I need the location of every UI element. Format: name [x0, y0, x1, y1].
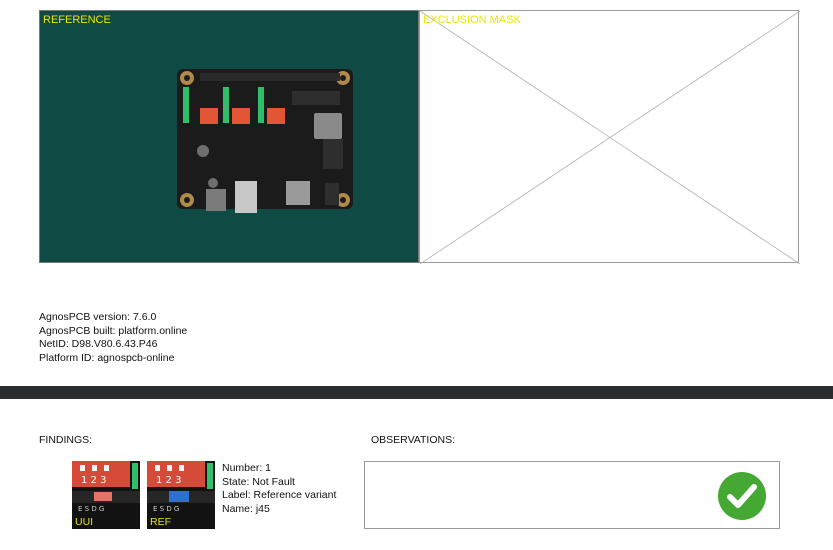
reference-image-panel: REFERENCE	[39, 10, 419, 263]
svg-text:1 2 3: 1 2 3	[156, 475, 181, 486]
check-circle-icon	[718, 472, 766, 520]
mask-placeholder-cross	[420, 11, 800, 264]
built-line: AgnosPCB built: platform.online	[39, 324, 188, 337]
netid-line: NetID: D98.V80.6.43.P46	[39, 338, 158, 351]
version-line: AgnosPCB version: 7.6.0	[39, 311, 157, 323]
pcb-board-image	[177, 69, 353, 213]
svg-text:1 2 3: 1 2 3	[81, 475, 106, 486]
svg-text:E S D G: E S D G	[153, 505, 179, 513]
finding-number: Number: 1	[222, 462, 272, 474]
ref-jumper-image: 1 2 3 E S D G	[147, 461, 215, 513]
svg-text:E S D G: E S D G	[78, 505, 104, 513]
uut-thumbnail-label: UUI	[75, 516, 94, 528]
version-info: AgnosPCB version: 7.6.0 AgnosPCB built: …	[39, 311, 187, 365]
uut-thumbnail[interactable]: 1 2 3 E S D G UUI	[72, 461, 140, 529]
ref-thumbnail[interactable]: 1 2 3 E S D G REF	[147, 461, 215, 529]
uut-jumper-image: 1 2 3 E S D G	[72, 461, 140, 513]
ref-thumbnail-label: REF	[150, 516, 171, 528]
finding-label: Label: Reference variant	[222, 489, 337, 502]
section-divider	[0, 386, 833, 399]
observations-title: OBSERVATIONS:	[371, 434, 456, 446]
exclusion-mask-panel: EXCLUSION MASK	[419, 10, 800, 264]
findings-title: FINDINGS:	[39, 434, 93, 446]
finding-state: State: Not Fault	[222, 475, 295, 488]
platform-line: Platform ID: agnospcb-online	[39, 351, 175, 364]
observations-box	[364, 461, 780, 529]
finding-name: Name: j45	[222, 502, 270, 515]
exclusion-mask-label: EXCLUSION MASK	[423, 14, 521, 26]
finding-details: Number: 1 State: Not Fault Label: Refere…	[222, 462, 336, 516]
reference-label: REFERENCE	[43, 14, 111, 26]
